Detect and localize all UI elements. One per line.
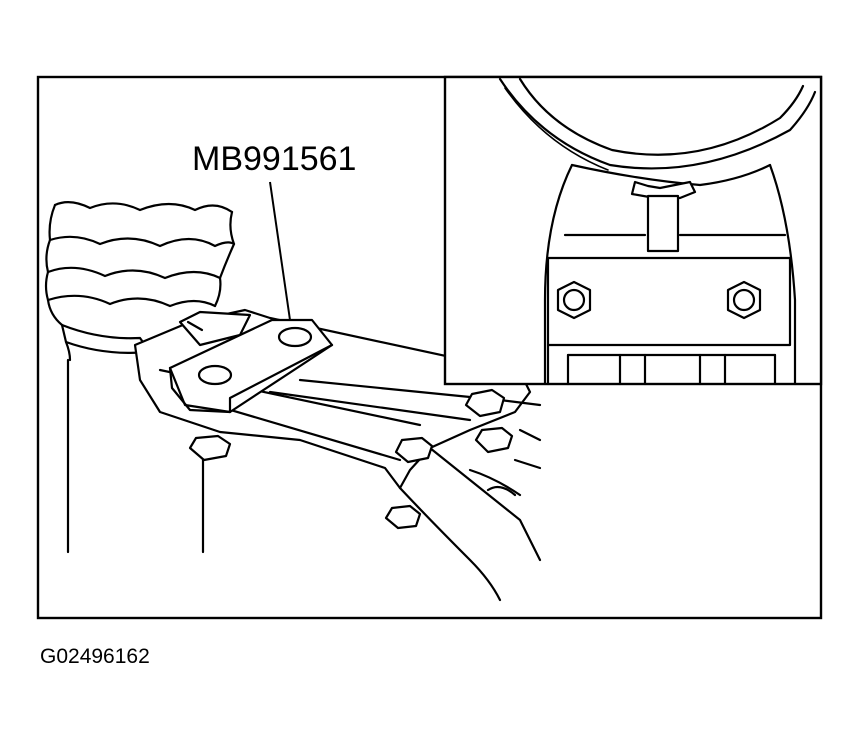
leader-line: [269, 181, 291, 321]
bolt-5: [384, 504, 422, 530]
tool-number-label: MB991561: [192, 140, 357, 178]
tool-plate: [168, 318, 334, 414]
bolt-4: [188, 434, 232, 462]
main-view: [44, 181, 542, 602]
bolt-3: [394, 436, 434, 464]
inset-bolt-right: [726, 280, 762, 320]
inset-detail: [443, 75, 823, 386]
bolts: [188, 388, 514, 530]
bolt-2: [474, 426, 514, 454]
inset-bolt-left: [556, 280, 592, 320]
bolt-1: [464, 388, 506, 418]
dust-boot: [44, 201, 236, 554]
figure-id: G02496162: [40, 645, 150, 668]
